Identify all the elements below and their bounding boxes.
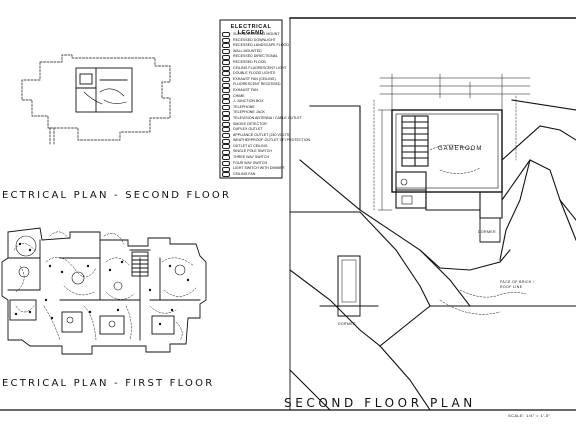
legend-item-label: APPLIANCE OUTLET (240 VOLTS) xyxy=(233,132,291,137)
legend-item: CEILING FAN xyxy=(222,172,280,178)
legend-item: SURFACE/CEILING MOUNT xyxy=(222,32,280,38)
legend-symbol-icon xyxy=(222,144,230,150)
legend-item: THREE WAY SWITCH xyxy=(222,155,280,161)
dormer-left-label: DORMER xyxy=(338,322,356,326)
legend-symbol-icon xyxy=(222,65,230,71)
legend-symbol-icon xyxy=(222,37,230,43)
legend-item: RECESSED DIRECTIONAL xyxy=(222,54,280,60)
legend-item-label: EXHAUST FAN xyxy=(233,87,258,92)
legend-item: APPLIANCE OUTLET (240 VOLTS) xyxy=(222,132,290,139)
legend-symbol-icon xyxy=(222,71,230,77)
legend-item: TELEPHONE JACK xyxy=(222,110,280,116)
legend-item: FLUORESCENT RECESSED xyxy=(222,82,280,88)
legend-item: RECESSED FLOOD xyxy=(222,60,280,66)
legend-symbol-icon xyxy=(222,88,230,94)
first-floor-electrical-plan xyxy=(1,227,207,355)
legend-item: RECESSED DOWNLIGHT xyxy=(222,38,280,44)
legend-item-label: THREE WAY SWITCH xyxy=(233,155,270,160)
first-floor-wiring xyxy=(13,231,197,341)
legend-symbol-icon xyxy=(222,82,230,88)
legend-item-label: RECESSED LANDSCAPE FLOOD xyxy=(233,43,289,48)
legend-item: TELEVISION ANTENNA / CABLE OUTLET xyxy=(222,116,302,122)
legend-symbol-icon xyxy=(222,54,230,60)
second-floor-plan xyxy=(377,73,531,219)
legend-symbol-icon xyxy=(222,149,230,155)
legend-item: DOUBLE FLOOD LIGHTS xyxy=(222,71,280,77)
legend-box xyxy=(219,19,283,179)
legend-item-label: DUPLEX OUTLET xyxy=(233,127,263,132)
title-second-floor-electrical: ECTRICAL PLAN - SECOND FLOOR xyxy=(2,190,232,201)
second-floor-room-block xyxy=(75,67,133,113)
legend-item: OUTLET AT CEILING xyxy=(222,144,280,150)
legend-symbol-icon xyxy=(222,138,230,144)
roof-note: FACE OF BRICK / ROOF LINE xyxy=(500,280,535,289)
legend-item: SMOKE DETECTOR xyxy=(222,122,280,128)
legend-symbol-icon xyxy=(222,32,230,38)
legend-symbol-icon xyxy=(222,132,230,138)
legend-symbol-icon xyxy=(222,77,230,83)
legend-item: J. JUNCTION BOX xyxy=(222,99,280,105)
legend-item-label: CEILING FAN xyxy=(233,171,256,176)
title-second-floor-plan: SECOND FLOOR PLAN xyxy=(284,396,476,410)
legend-symbol-icon xyxy=(222,166,230,172)
legend-item: CEILING FLUORESCENT LIGHT xyxy=(222,65,287,72)
legend-item-label: TELEPHONE JACK xyxy=(233,110,265,115)
legend-symbol-icon xyxy=(222,43,230,49)
legend-item-label: CEILING FLUORESCENT LIGHT xyxy=(233,65,287,70)
second-floor-dashed xyxy=(373,95,517,211)
legend-item-label: LIGHT SWITCH WITH DIMMER xyxy=(233,166,285,171)
legend-item: WALL MOUNTED xyxy=(222,49,280,55)
legend-item-label: OUTLET AT CEILING xyxy=(233,143,268,148)
legend-symbol-icon xyxy=(222,93,230,99)
legend-item: EXHAUST FAN xyxy=(222,88,280,94)
legend-item-label: EXHAUST FAN (CEILING) xyxy=(233,76,276,81)
legend-item: FOUR WAY SWITCH xyxy=(222,161,280,167)
legend-symbol-icon xyxy=(222,49,230,55)
second-floor-electrical-plan xyxy=(21,54,171,146)
first-floor-fixtures xyxy=(14,242,190,326)
legend-item: TELEPHONE xyxy=(222,105,280,111)
legend-item: RECESSED LANDSCAPE FLOOD xyxy=(222,43,289,49)
legend-item-label: FOUR WAY SWITCH xyxy=(233,160,268,165)
dormer-right-label: DORMER xyxy=(478,230,496,234)
legend-item-label: TELEPHONE xyxy=(233,104,255,109)
legend-item-label: RECESSED DIRECTIONAL xyxy=(233,54,278,59)
roof-lines xyxy=(289,99,576,411)
legend-item-label: J. JUNCTION BOX xyxy=(233,99,264,104)
legend-symbol-icon xyxy=(222,60,230,66)
legend-item-label: SURFACE/CEILING MOUNT xyxy=(233,32,280,36)
legend-item-label: TELEVISION ANTENNA / CABLE OUTLET xyxy=(233,115,302,120)
legend-symbol-icon xyxy=(222,127,230,133)
legend-symbol-icon xyxy=(222,116,230,122)
title-first-floor-electrical: ECTRICAL PLAN - FIRST FLOOR xyxy=(2,378,215,389)
legend-symbol-icon xyxy=(222,172,230,178)
gameroom-label: GAMEROOM xyxy=(438,146,483,152)
legend-symbol-icon xyxy=(222,110,230,116)
legend-item-label: RECESSED FLOOD xyxy=(233,59,267,64)
legend-symbol-icon xyxy=(222,160,230,166)
scale-note: SCALE: 1/4" = 1'-0" xyxy=(508,413,551,418)
legend-item: DUPLEX OUTLET xyxy=(222,127,280,133)
legend-item: EXHAUST FAN (CEILING) xyxy=(222,77,280,83)
legend-symbol-icon xyxy=(222,99,230,105)
legend-item-label: RECESSED DOWNLIGHT xyxy=(233,37,276,42)
legend-item-label: WEATHERPROOF OUTLET GFI PROTECTION xyxy=(233,138,311,143)
legend-item-label: DOUBLE FLOOD LIGHTS xyxy=(233,71,276,76)
legend-item: CHIME xyxy=(222,94,280,100)
legend-symbol-icon xyxy=(222,121,230,127)
legend-title: ELECTRICAL LEGEND xyxy=(230,24,272,36)
legend-item-label: WALL MOUNTED xyxy=(233,48,262,53)
legend-item: LIGHT SWITCH WITH DIMMER xyxy=(222,166,284,172)
legend-item: SINGLE POLE SWITCH xyxy=(222,149,280,155)
legend-symbol-icon xyxy=(222,155,230,161)
legend-item: WEATHERPROOF OUTLET GFI PROTECTION xyxy=(222,138,310,144)
legend-symbol-icon xyxy=(222,105,230,111)
legend-item-label: FLUORESCENT RECESSED xyxy=(233,82,281,87)
legend-item-label: SMOKE DETECTOR xyxy=(233,121,267,126)
legend-item-label: CHIME xyxy=(233,93,245,98)
legend-item-label: SINGLE POLE SWITCH xyxy=(233,149,272,154)
